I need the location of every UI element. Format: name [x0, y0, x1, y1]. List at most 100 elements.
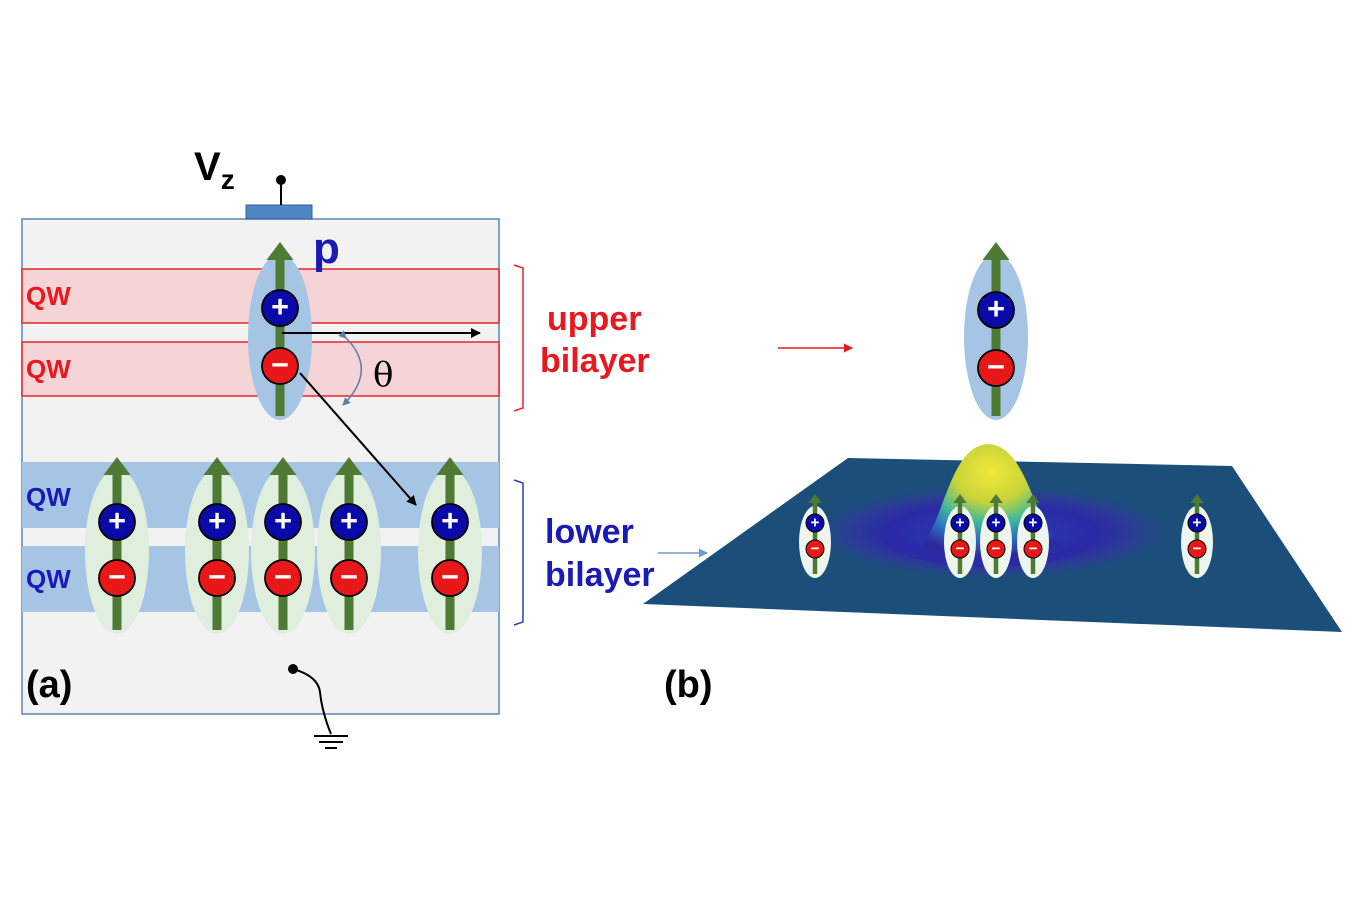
dipole-arrow-shaft — [1030, 502, 1036, 574]
panel-a: Vz QW QW QW QW +−+−+−+−+− +− p θ (a) — [21, 145, 500, 749]
hole-charge — [950, 513, 970, 533]
dipole-arrow-head — [269, 457, 297, 475]
dipole-exciton-surface-3: +− — [980, 494, 1012, 578]
plus-sign: + — [274, 504, 292, 538]
gate-terminal — [276, 175, 286, 185]
upper-dipole-exciton: +− — [248, 242, 312, 420]
dipole-exciton-2: +− — [185, 457, 249, 634]
angle-theta-label: θ — [373, 355, 393, 395]
electron-charge — [261, 347, 299, 385]
hole-charge — [198, 503, 236, 541]
plus-sign: + — [987, 292, 1005, 326]
minus-sign: − — [987, 350, 1005, 384]
electron-charge — [1023, 539, 1043, 559]
lower-bilayer-label-1: lower — [545, 513, 634, 551]
minus-sign: − — [340, 560, 358, 594]
electron-charge — [950, 539, 970, 559]
plus-sign: + — [441, 504, 459, 538]
hole-charge — [261, 289, 299, 327]
gate-electrode — [245, 204, 313, 220]
angle-arc — [338, 330, 362, 406]
lower-qw-label-2: QW — [26, 564, 71, 594]
minus-sign: − — [1029, 541, 1038, 558]
gate-voltage-label: Vz — [194, 145, 235, 195]
dipole-arrow-shaft — [957, 502, 963, 574]
hole-charge — [431, 503, 469, 541]
electron-charge — [431, 559, 469, 597]
dipole-arrow-shaft — [112, 473, 122, 630]
hole-charge — [1023, 513, 1043, 533]
upper-qw-label-1: QW — [26, 281, 71, 311]
dipole-arrow-head — [1026, 494, 1040, 503]
electron-charge — [805, 539, 825, 559]
dipole-arrow-shaft — [1194, 502, 1200, 574]
hole-charge — [805, 513, 825, 533]
hole-charge — [264, 503, 302, 541]
plus-sign: + — [271, 290, 289, 324]
surface-exciton-row: +−+−+−+−+− — [799, 494, 1213, 578]
dipole-arrow-head — [103, 457, 131, 475]
ground-icon — [314, 735, 348, 749]
plus-sign: + — [956, 515, 965, 532]
separation-vector-arrow — [299, 372, 417, 506]
dipole-arrow-head — [203, 457, 231, 475]
plus-sign: + — [340, 504, 358, 538]
upper-bilayer-bracket — [513, 264, 524, 412]
dipole-arrow-head — [808, 494, 822, 503]
dipole-arrow-head — [989, 494, 1003, 503]
plus-sign: + — [1193, 515, 1202, 532]
hole-charge — [977, 291, 1015, 329]
upper-bilayer-label-2: bilayer — [540, 342, 650, 380]
lower-qw-label-1: QW — [26, 482, 71, 512]
dipole-arrow-shaft — [278, 473, 288, 630]
minus-sign: − — [992, 541, 1001, 558]
plus-sign: + — [992, 515, 1001, 532]
dipole-arrow-shaft — [445, 473, 455, 630]
upper-qw-label-2: QW — [26, 354, 71, 384]
minus-sign: − — [811, 541, 820, 558]
minus-sign: − — [274, 560, 292, 594]
dipole-exciton-surface-5: +− — [1181, 494, 1213, 578]
electron-charge — [1187, 539, 1207, 559]
electron-charge — [98, 559, 136, 597]
dipole-arrow-head — [953, 494, 967, 503]
ground-wire — [292, 668, 332, 735]
hole-charge — [1187, 513, 1207, 533]
dipole-arrow-head — [266, 242, 294, 260]
dipole-arrow-head — [982, 242, 1010, 260]
dipole-arrow-head — [1190, 494, 1204, 503]
minus-sign: − — [208, 560, 226, 594]
dipole-arrow-shaft — [275, 258, 285, 416]
plus-sign: + — [108, 504, 126, 538]
dipole-exciton-3: +− — [251, 457, 315, 634]
dipole-arrow-shaft — [991, 258, 1001, 416]
lower-exciton-row: +−+−+−+−+− — [85, 457, 482, 634]
dipole-arrow-shaft — [812, 502, 818, 574]
dipole-arrow-head — [436, 457, 464, 475]
dipole-arrow-shaft — [344, 473, 354, 630]
dipole-exciton-floating: +− — [964, 242, 1028, 420]
dipole-arrow-shaft — [212, 473, 222, 630]
minus-sign: − — [956, 541, 965, 558]
panel-b: +−+−+−+−+− +− (b) — [643, 242, 1342, 706]
minus-sign: − — [108, 560, 126, 594]
dipole-exciton-surface-4: +− — [1017, 494, 1049, 578]
lower-bilayer-bracket — [513, 479, 524, 626]
panel-a-label: (a) — [26, 664, 72, 706]
electron-charge — [977, 349, 1015, 387]
electron-charge — [330, 559, 368, 597]
dipole-exciton-upper: +− — [248, 242, 312, 420]
electron-charge — [198, 559, 236, 597]
electron-charge — [264, 559, 302, 597]
dipole-arrow-head — [335, 457, 363, 475]
dipole-exciton-4: +− — [317, 457, 381, 634]
dipole-exciton-surface-2: +− — [944, 494, 976, 578]
panel-b-label: (b) — [664, 664, 713, 706]
plus-sign: + — [208, 504, 226, 538]
lower-bilayer-label-2: bilayer — [545, 556, 655, 594]
minus-sign: − — [441, 560, 459, 594]
plus-sign: + — [1029, 515, 1038, 532]
dipole-exciton-1: +− — [85, 457, 149, 634]
upper-bilayer-label-1: upper — [547, 300, 641, 338]
